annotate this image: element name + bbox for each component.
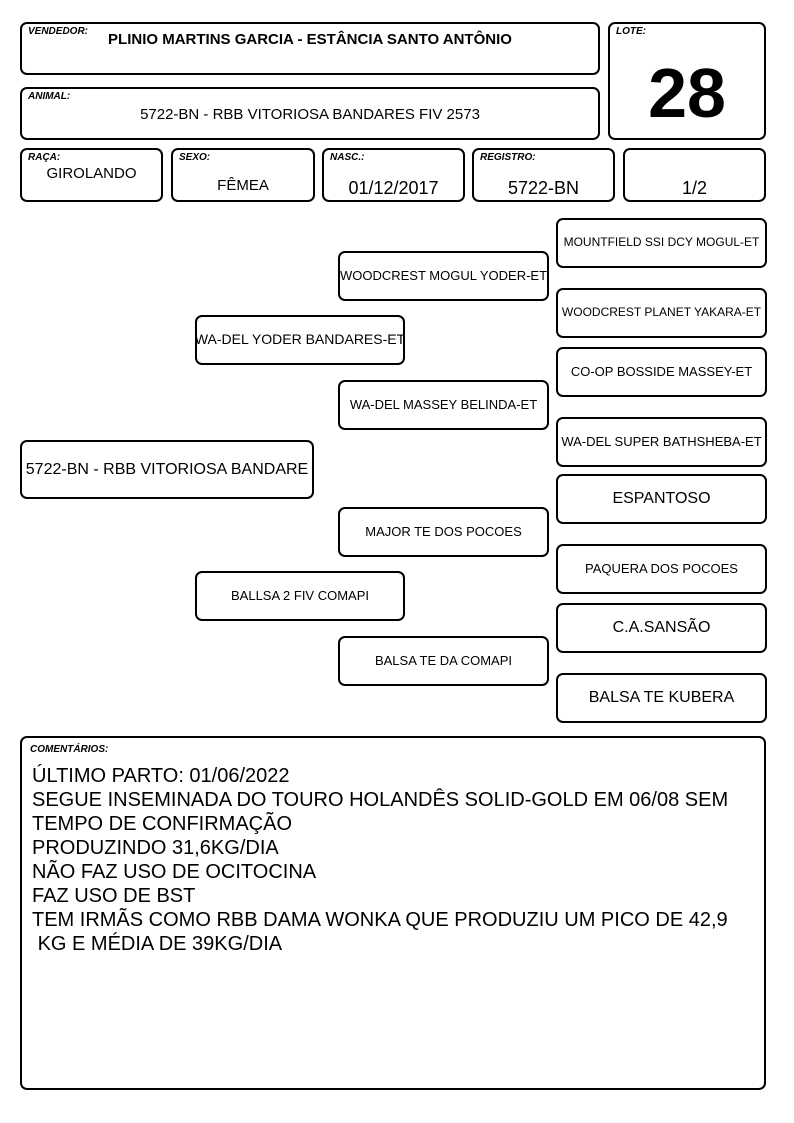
- nasc-box: NASC.: 01/12/2017: [322, 148, 465, 202]
- lote-box: LOTE: 28: [608, 22, 766, 140]
- vendedor-value: PLINIO MARTINS GARCIA - ESTÂNCIA SANTO A…: [108, 31, 512, 48]
- comments-text: ÚLTIMO PARTO: 01/06/2022 SEGUE INSEMINAD…: [32, 765, 729, 955]
- raca-label: RAÇA:: [28, 152, 61, 163]
- page-box: 1/2: [623, 148, 766, 202]
- sexo-label: SEXO:: [179, 152, 211, 163]
- pedigree-sire: WA-DEL YODER BANDARES-ET: [195, 315, 405, 365]
- registro-label: REGISTRO:: [480, 152, 536, 163]
- pedigree-sire-dam: WA-DEL MASSEY BELINDA-ET: [338, 380, 549, 430]
- raca-box: RAÇA: GIROLANDO: [20, 148, 163, 202]
- animal-value: 5722-BN - RBB VITORIOSA BANDARES FIV 257…: [140, 106, 480, 123]
- animal-box: ANIMAL: 5722-BN - RBB VITORIOSA BANDARES…: [20, 87, 600, 140]
- pedigree-dds: C.A.SANSÃO: [556, 603, 767, 653]
- registro-box: REGISTRO: 5722-BN: [472, 148, 615, 202]
- lote-number: 28: [648, 54, 726, 132]
- pedigree-sire-sire: WOODCREST MOGUL YODER-ET: [338, 251, 549, 301]
- registro-value: 5722-BN: [507, 178, 580, 198]
- pedigree-sds: CO-OP BOSSIDE MASSEY-ET: [556, 347, 767, 397]
- pedigree-dam-sire: MAJOR TE DOS POCOES: [338, 507, 549, 557]
- animal-label: ANIMAL:: [28, 91, 71, 102]
- page-number: 1/2: [681, 178, 708, 198]
- pedigree-animal: 5722-BN - RBB VITORIOSA BANDARE: [20, 440, 314, 499]
- vendedor-box: VENDEDOR: PLINIO MARTINS GARCIA - ESTÂNC…: [20, 22, 600, 75]
- pedigree-dam-dam: BALSA TE DA COMAPI: [338, 636, 549, 686]
- pedigree-ddd: BALSA TE KUBERA: [556, 673, 767, 723]
- pedigree-dam: BALLSA 2 FIV COMAPI: [195, 571, 405, 621]
- pedigree-sdd: WA-DEL SUPER BATHSHEBA-ET: [556, 417, 767, 467]
- pedigree-dsd: PAQUERA DOS POCOES: [556, 544, 767, 594]
- sexo-value: FÊMEA: [217, 177, 269, 194]
- vendedor-label: VENDEDOR:: [28, 26, 89, 37]
- nasc-label: NASC.:: [330, 152, 365, 163]
- nasc-value: 01/12/2017: [348, 178, 439, 198]
- comments-box: COMENTÁRIOS: ÚLTIMO PARTO: 01/06/2022 SE…: [20, 736, 766, 1090]
- pedigree-sss: MOUNTFIELD SSI DCY MOGUL-ET: [556, 218, 767, 268]
- comments-label: COMENTÁRIOS:: [30, 744, 109, 755]
- raca-value: GIROLANDO: [46, 165, 137, 182]
- lote-label: LOTE:: [616, 26, 646, 37]
- pedigree-ssd: WOODCREST PLANET YAKARA-ET: [556, 288, 767, 338]
- sexo-box: SEXO: FÊMEA: [171, 148, 315, 202]
- pedigree-dss: ESPANTOSO: [556, 474, 767, 524]
